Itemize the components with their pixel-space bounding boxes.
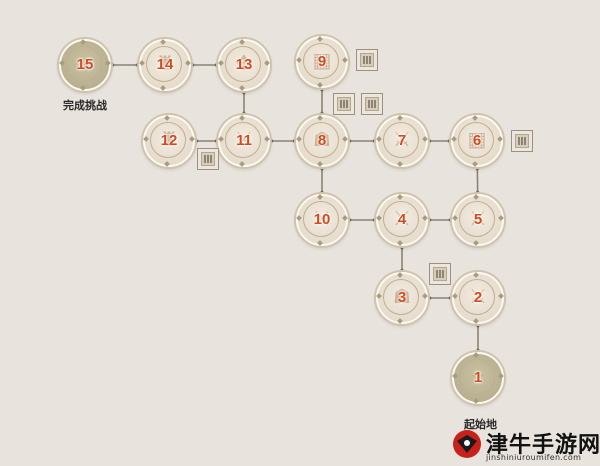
watermark-logo: 津牛手游网 jinshiniuroumifen.com (452, 427, 600, 466)
stage-emblem-icon: ✥ (235, 51, 253, 75)
stage-emblem-icon: ⚔ (469, 206, 487, 230)
stage-emblem-icon: ♜ (156, 51, 174, 75)
stage-number: 5 (473, 211, 483, 228)
stage-node-11[interactable]: ⚔11 (218, 115, 270, 167)
node-ring (225, 46, 261, 82)
stage-node-9[interactable]: ▦9 (296, 36, 348, 88)
node-ring (303, 122, 339, 158)
stage-emblem-icon: ▦ (467, 127, 487, 151)
node-ring (150, 122, 186, 158)
node-ring (225, 122, 261, 158)
stage-number: 9 (317, 53, 327, 70)
stage-emblem-icon: ☗ (313, 127, 331, 151)
stage-node-14[interactable]: ♜14 (139, 39, 191, 91)
stage-number: 4 (397, 211, 407, 228)
stage-number: 15 (76, 56, 94, 73)
stage-node-15[interactable]: ✦15 (59, 39, 111, 91)
node-ring (303, 43, 339, 79)
stage-node-3[interactable]: ☗3 (376, 272, 428, 324)
stage-number: 2 (473, 289, 483, 306)
reward-chest-icon[interactable] (356, 49, 378, 71)
node-ring (303, 201, 339, 237)
stage-emblem-icon: ⚔ (469, 284, 487, 308)
start-label: 起始地 (464, 418, 497, 431)
stage-emblem-icon: ♜ (160, 127, 178, 151)
stage-node-1[interactable]: ✦1 (452, 352, 504, 404)
reward-chest-icon[interactable] (511, 130, 533, 152)
node-ring (383, 279, 419, 315)
watermark-title: 津牛手游网 (486, 433, 600, 458)
node-ring (66, 46, 102, 82)
stage-node-2[interactable]: ⚔2 (452, 272, 504, 324)
reward-chest-icon[interactable] (361, 93, 383, 115)
node-ring (146, 46, 182, 82)
reward-chest-icon[interactable] (197, 148, 219, 170)
stage-emblem-icon: ✦ (469, 364, 487, 388)
stage-number: 11 (236, 132, 252, 149)
node-ring (459, 201, 495, 237)
logo-icon (453, 430, 481, 458)
stage-number: 8 (317, 132, 327, 149)
chest-bars (363, 56, 371, 64)
node-ring (458, 122, 494, 158)
reward-chest-icon[interactable] (333, 93, 355, 115)
chest-bars (436, 270, 444, 278)
chest-bars (204, 155, 212, 163)
stage-emblem-icon: ⚔ (235, 127, 253, 151)
stage-node-13[interactable]: ✥13 (218, 39, 270, 91)
chest-bars (340, 100, 348, 108)
reward-chest-icon[interactable] (429, 263, 451, 285)
stage-number: 12 (160, 132, 178, 149)
stage-node-5[interactable]: ⚔5 (452, 194, 504, 246)
stage-emblem-icon: ✦ (76, 51, 94, 75)
chest-bars (518, 137, 526, 145)
stage-node-4[interactable]: ⚔4 (376, 194, 428, 246)
stage-node-8[interactable]: ☗8 (296, 115, 348, 167)
node-ring (383, 201, 419, 237)
stage-node-12[interactable]: ♜12 (143, 115, 195, 167)
stage-number: 10 (313, 211, 331, 228)
watermark-url: jinshiniuroumifen.com (486, 453, 582, 462)
stage-emblem-icon: ⚔ (313, 206, 331, 230)
node-ring (383, 122, 419, 158)
node-ring (459, 359, 495, 395)
stage-number: 3 (397, 289, 407, 306)
stage-number: 1 (473, 369, 483, 386)
stage-node-10[interactable]: ⚔10 (296, 194, 348, 246)
stage-emblem-icon: ▦ (312, 48, 332, 72)
node-ring (459, 279, 495, 315)
stage-number: 13 (235, 56, 253, 73)
stage-node-6[interactable]: ▦6 (451, 115, 503, 167)
chest-bars (368, 100, 376, 108)
stage-number: 14 (156, 56, 174, 73)
stage-node-7[interactable]: ⚔7 (376, 115, 428, 167)
stage-number: 7 (397, 132, 407, 149)
stage-emblem-icon: ⚔ (393, 127, 411, 151)
finish-label: 完成挑战 (63, 99, 107, 112)
stage-emblem-icon: ☗ (393, 284, 411, 308)
stage-emblem-icon: ⚔ (393, 206, 411, 230)
stage-number: 6 (472, 132, 482, 149)
